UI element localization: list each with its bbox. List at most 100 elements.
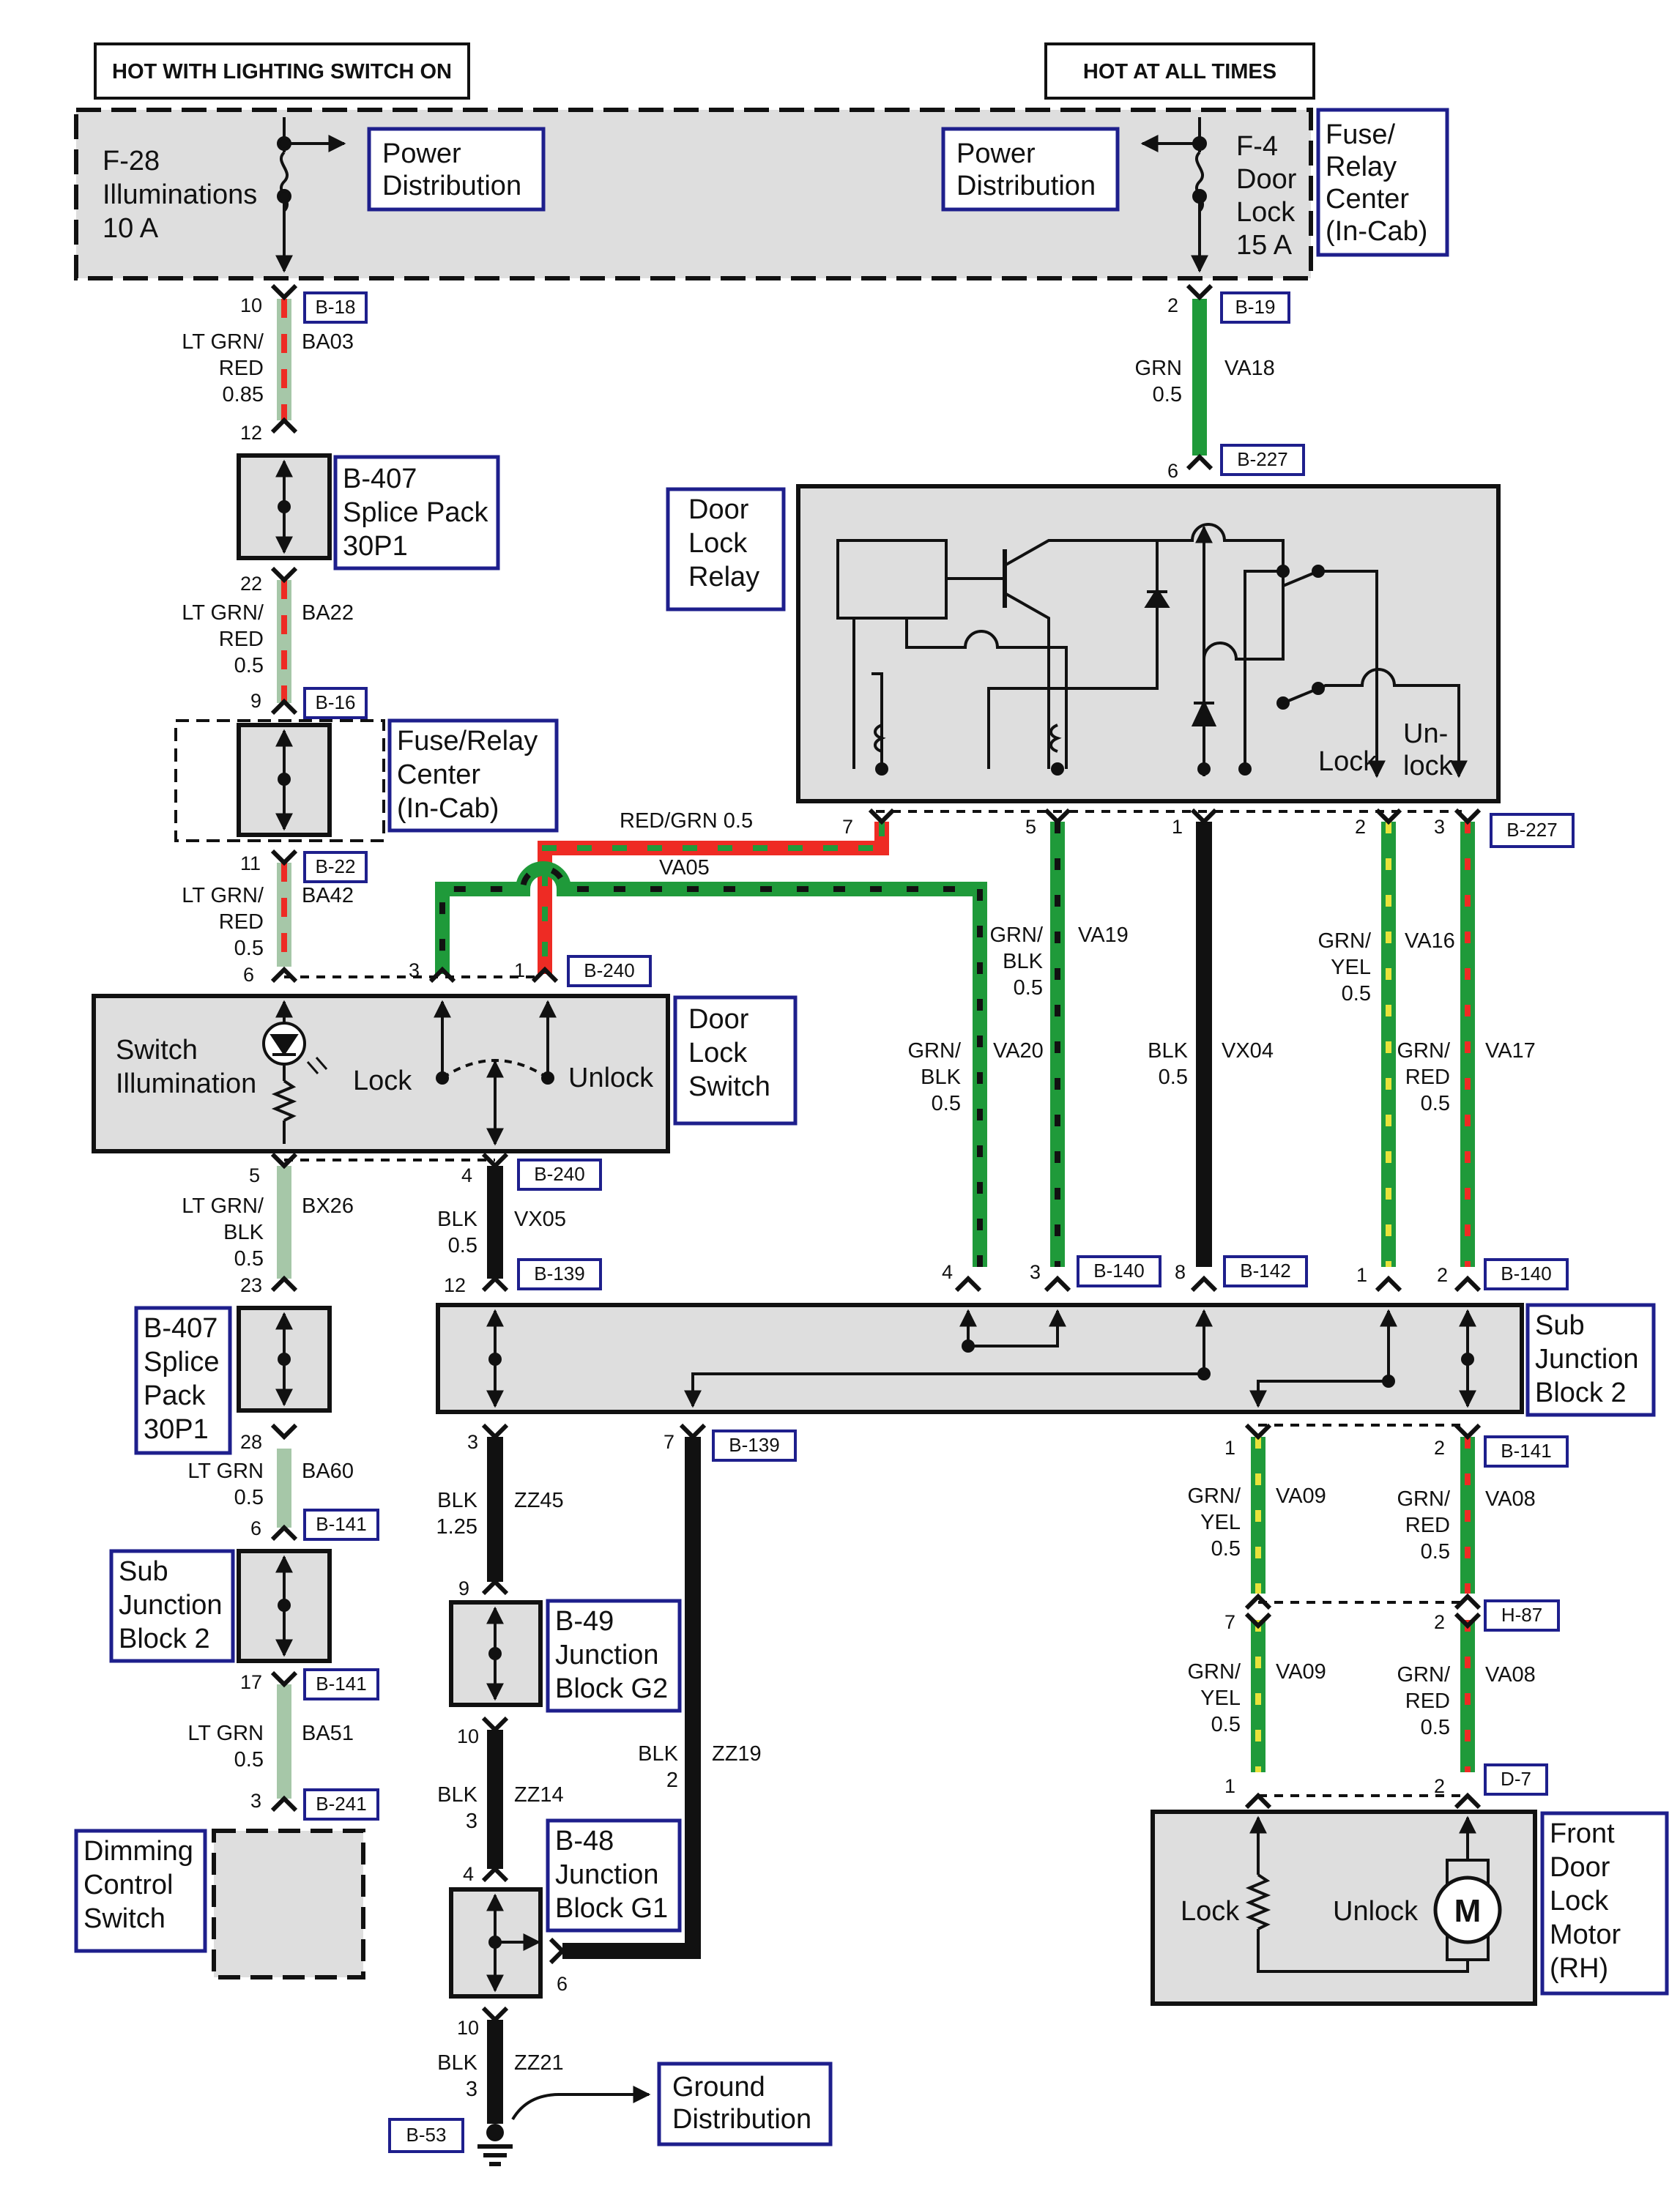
- connector-b18[interactable]: B-18: [303, 291, 368, 324]
- svg-text:RED: RED: [219, 628, 264, 651]
- connector-b227-top[interactable]: B-227: [1220, 444, 1305, 476]
- svg-text:Door: Door: [1236, 164, 1297, 195]
- svg-text:0.5: 0.5: [234, 1486, 264, 1509]
- svg-text:GRN/: GRN/: [908, 1039, 962, 1063]
- svg-text:2: 2: [1434, 1437, 1445, 1459]
- connector-b140-right[interactable]: B-140: [1484, 1258, 1569, 1290]
- junction-g2-label[interactable]: B-49 Junction Block G2: [546, 1599, 682, 1713]
- svg-text:2: 2: [1434, 1611, 1445, 1633]
- motor-icon: [1245, 1815, 1502, 1973]
- svg-text:B-18: B-18: [316, 296, 356, 318]
- door-lock-relay-label[interactable]: Door Lock Relay: [666, 487, 786, 611]
- svg-text:GRN/: GRN/: [1318, 929, 1372, 953]
- svg-text:VX04: VX04: [1222, 1039, 1274, 1063]
- junction-g1-label[interactable]: B-48 Junction Block G1: [546, 1818, 682, 1933]
- svg-text:VA08: VA08: [1485, 1487, 1536, 1511]
- svg-text:2: 2: [666, 1769, 678, 1792]
- svg-text:1.25: 1.25: [436, 1515, 477, 1539]
- svg-text:B-139: B-139: [534, 1263, 584, 1285]
- connector-b141-right[interactable]: B-141: [1484, 1435, 1569, 1468]
- connector-b19[interactable]: B-19: [1220, 291, 1290, 324]
- ground-distribution-link[interactable]: Ground Distribution: [657, 2062, 833, 2146]
- svg-text:VA09: VA09: [1276, 1660, 1326, 1684]
- svg-text:0.5: 0.5: [234, 1748, 264, 1772]
- svg-text:30P1: 30P1: [144, 1414, 209, 1445]
- svg-text:BA51: BA51: [302, 1722, 354, 1745]
- svg-text:RED/GRN 0.5: RED/GRN 0.5: [620, 809, 753, 833]
- svg-text:B-22: B-22: [316, 855, 356, 877]
- svg-text:28: 28: [240, 1431, 262, 1453]
- svg-text:Ground: Ground: [672, 2072, 765, 2103]
- svg-text:2: 2: [1355, 816, 1366, 838]
- svg-text:0.5: 0.5: [234, 654, 264, 677]
- power-distribution-left[interactable]: Power Distribution: [367, 127, 546, 212]
- splice-pack-1-label[interactable]: B-407 Splice Pack 30P1: [333, 455, 500, 570]
- svg-text:Block G1: Block G1: [555, 1893, 668, 1924]
- svg-text:Junction: Junction: [119, 1590, 223, 1621]
- connector-b139-top[interactable]: B-139: [517, 1258, 602, 1290]
- connector-b139-bottom[interactable]: B-139: [712, 1430, 797, 1462]
- fuse-relay-in-cab-label[interactable]: Fuse/Relay Center (In-Cab): [387, 718, 559, 833]
- sub-junction-block-2-label[interactable]: Sub Junction Block 2: [1525, 1303, 1656, 1417]
- svg-text:Block 2: Block 2: [1535, 1378, 1627, 1408]
- connector-d7[interactable]: D-7: [1484, 1763, 1548, 1796]
- svg-text:Door: Door: [1550, 1852, 1610, 1883]
- connector-h87[interactable]: H-87: [1484, 1599, 1560, 1632]
- svg-text:0.5: 0.5: [1211, 1537, 1241, 1561]
- svg-text:0.5: 0.5: [1342, 982, 1371, 1005]
- svg-text:Switch: Switch: [83, 1903, 166, 1934]
- svg-text:B-19: B-19: [1235, 296, 1276, 318]
- front-door-motor-label[interactable]: Front Door Lock Motor (RH): [1540, 1811, 1669, 1996]
- svg-text:VA19: VA19: [1078, 923, 1129, 947]
- svg-text:B-140: B-140: [1501, 1263, 1551, 1285]
- svg-text:GRN/: GRN/: [1188, 1484, 1241, 1508]
- connector-b241[interactable]: B-241: [303, 1788, 379, 1821]
- svg-text:GRN: GRN: [1135, 357, 1182, 380]
- svg-text:4: 4: [463, 1863, 474, 1885]
- door-lock-switch-label[interactable]: Door Lock Switch: [673, 995, 798, 1126]
- power-distribution-right[interactable]: Power Distribution: [941, 127, 1120, 212]
- splice-pack-2-label[interactable]: B-407 Splice Pack 30P1: [134, 1306, 232, 1455]
- led-icon: [262, 1000, 328, 1144]
- svg-text:Door: Door: [688, 1004, 749, 1035]
- svg-text:Center: Center: [1326, 184, 1409, 215]
- svg-text:B-241: B-241: [316, 1793, 366, 1815]
- fuse-relay-center-box: [74, 108, 1313, 280]
- sub-junction-left-label[interactable]: Sub Junction Block 2: [109, 1549, 235, 1663]
- fuse-f4-label: F-4 Door Lock 15 A: [1236, 131, 1297, 261]
- svg-text:B-141: B-141: [316, 1513, 366, 1535]
- svg-text:GRN/: GRN/: [990, 923, 1044, 947]
- svg-text:7: 7: [1224, 1611, 1235, 1633]
- svg-text:ZZ19: ZZ19: [712, 1742, 762, 1766]
- connector-b22[interactable]: B-22: [303, 851, 368, 883]
- ground-icon: [477, 2124, 513, 2166]
- connector-b227-bottom[interactable]: B-227: [1490, 813, 1575, 848]
- svg-text:1: 1: [1356, 1264, 1367, 1286]
- connector-b142[interactable]: B-142: [1223, 1255, 1308, 1287]
- svg-text:0.5: 0.5: [234, 1247, 264, 1271]
- svg-text:6: 6: [243, 964, 254, 986]
- svg-text:Relay: Relay: [688, 562, 759, 592]
- connector-b16[interactable]: B-16: [303, 687, 368, 719]
- connector-b240-bottom[interactable]: B-240: [517, 1159, 602, 1191]
- switch-contacts-icon: [434, 1000, 557, 1146]
- svg-text:0.5: 0.5: [234, 937, 264, 960]
- svg-text:Switch: Switch: [116, 1035, 198, 1066]
- svg-text:Pack: Pack: [144, 1380, 206, 1411]
- svg-text:RED: RED: [219, 357, 264, 380]
- svg-text:6: 6: [1167, 460, 1178, 482]
- svg-text:Sub: Sub: [1535, 1310, 1585, 1341]
- connector-b53[interactable]: B-53: [388, 2118, 464, 2153]
- dimming-control-label[interactable]: Dimming Control Switch: [74, 1829, 207, 1953]
- connector-b140-left[interactable]: B-140: [1077, 1255, 1161, 1287]
- svg-text:YEL: YEL: [1200, 1687, 1241, 1710]
- svg-text:Illumination: Illumination: [116, 1068, 256, 1099]
- connector-b141-left-top[interactable]: B-141: [303, 1509, 379, 1541]
- connector-b141-left-bottom[interactable]: B-141: [303, 1668, 379, 1700]
- svg-text:VX05: VX05: [514, 1208, 566, 1231]
- svg-text:BLK: BLK: [437, 1208, 477, 1231]
- svg-text:17: 17: [240, 1671, 262, 1693]
- connector-b240-top[interactable]: B-240: [567, 955, 652, 987]
- svg-text:LT GRN/: LT GRN/: [182, 601, 264, 625]
